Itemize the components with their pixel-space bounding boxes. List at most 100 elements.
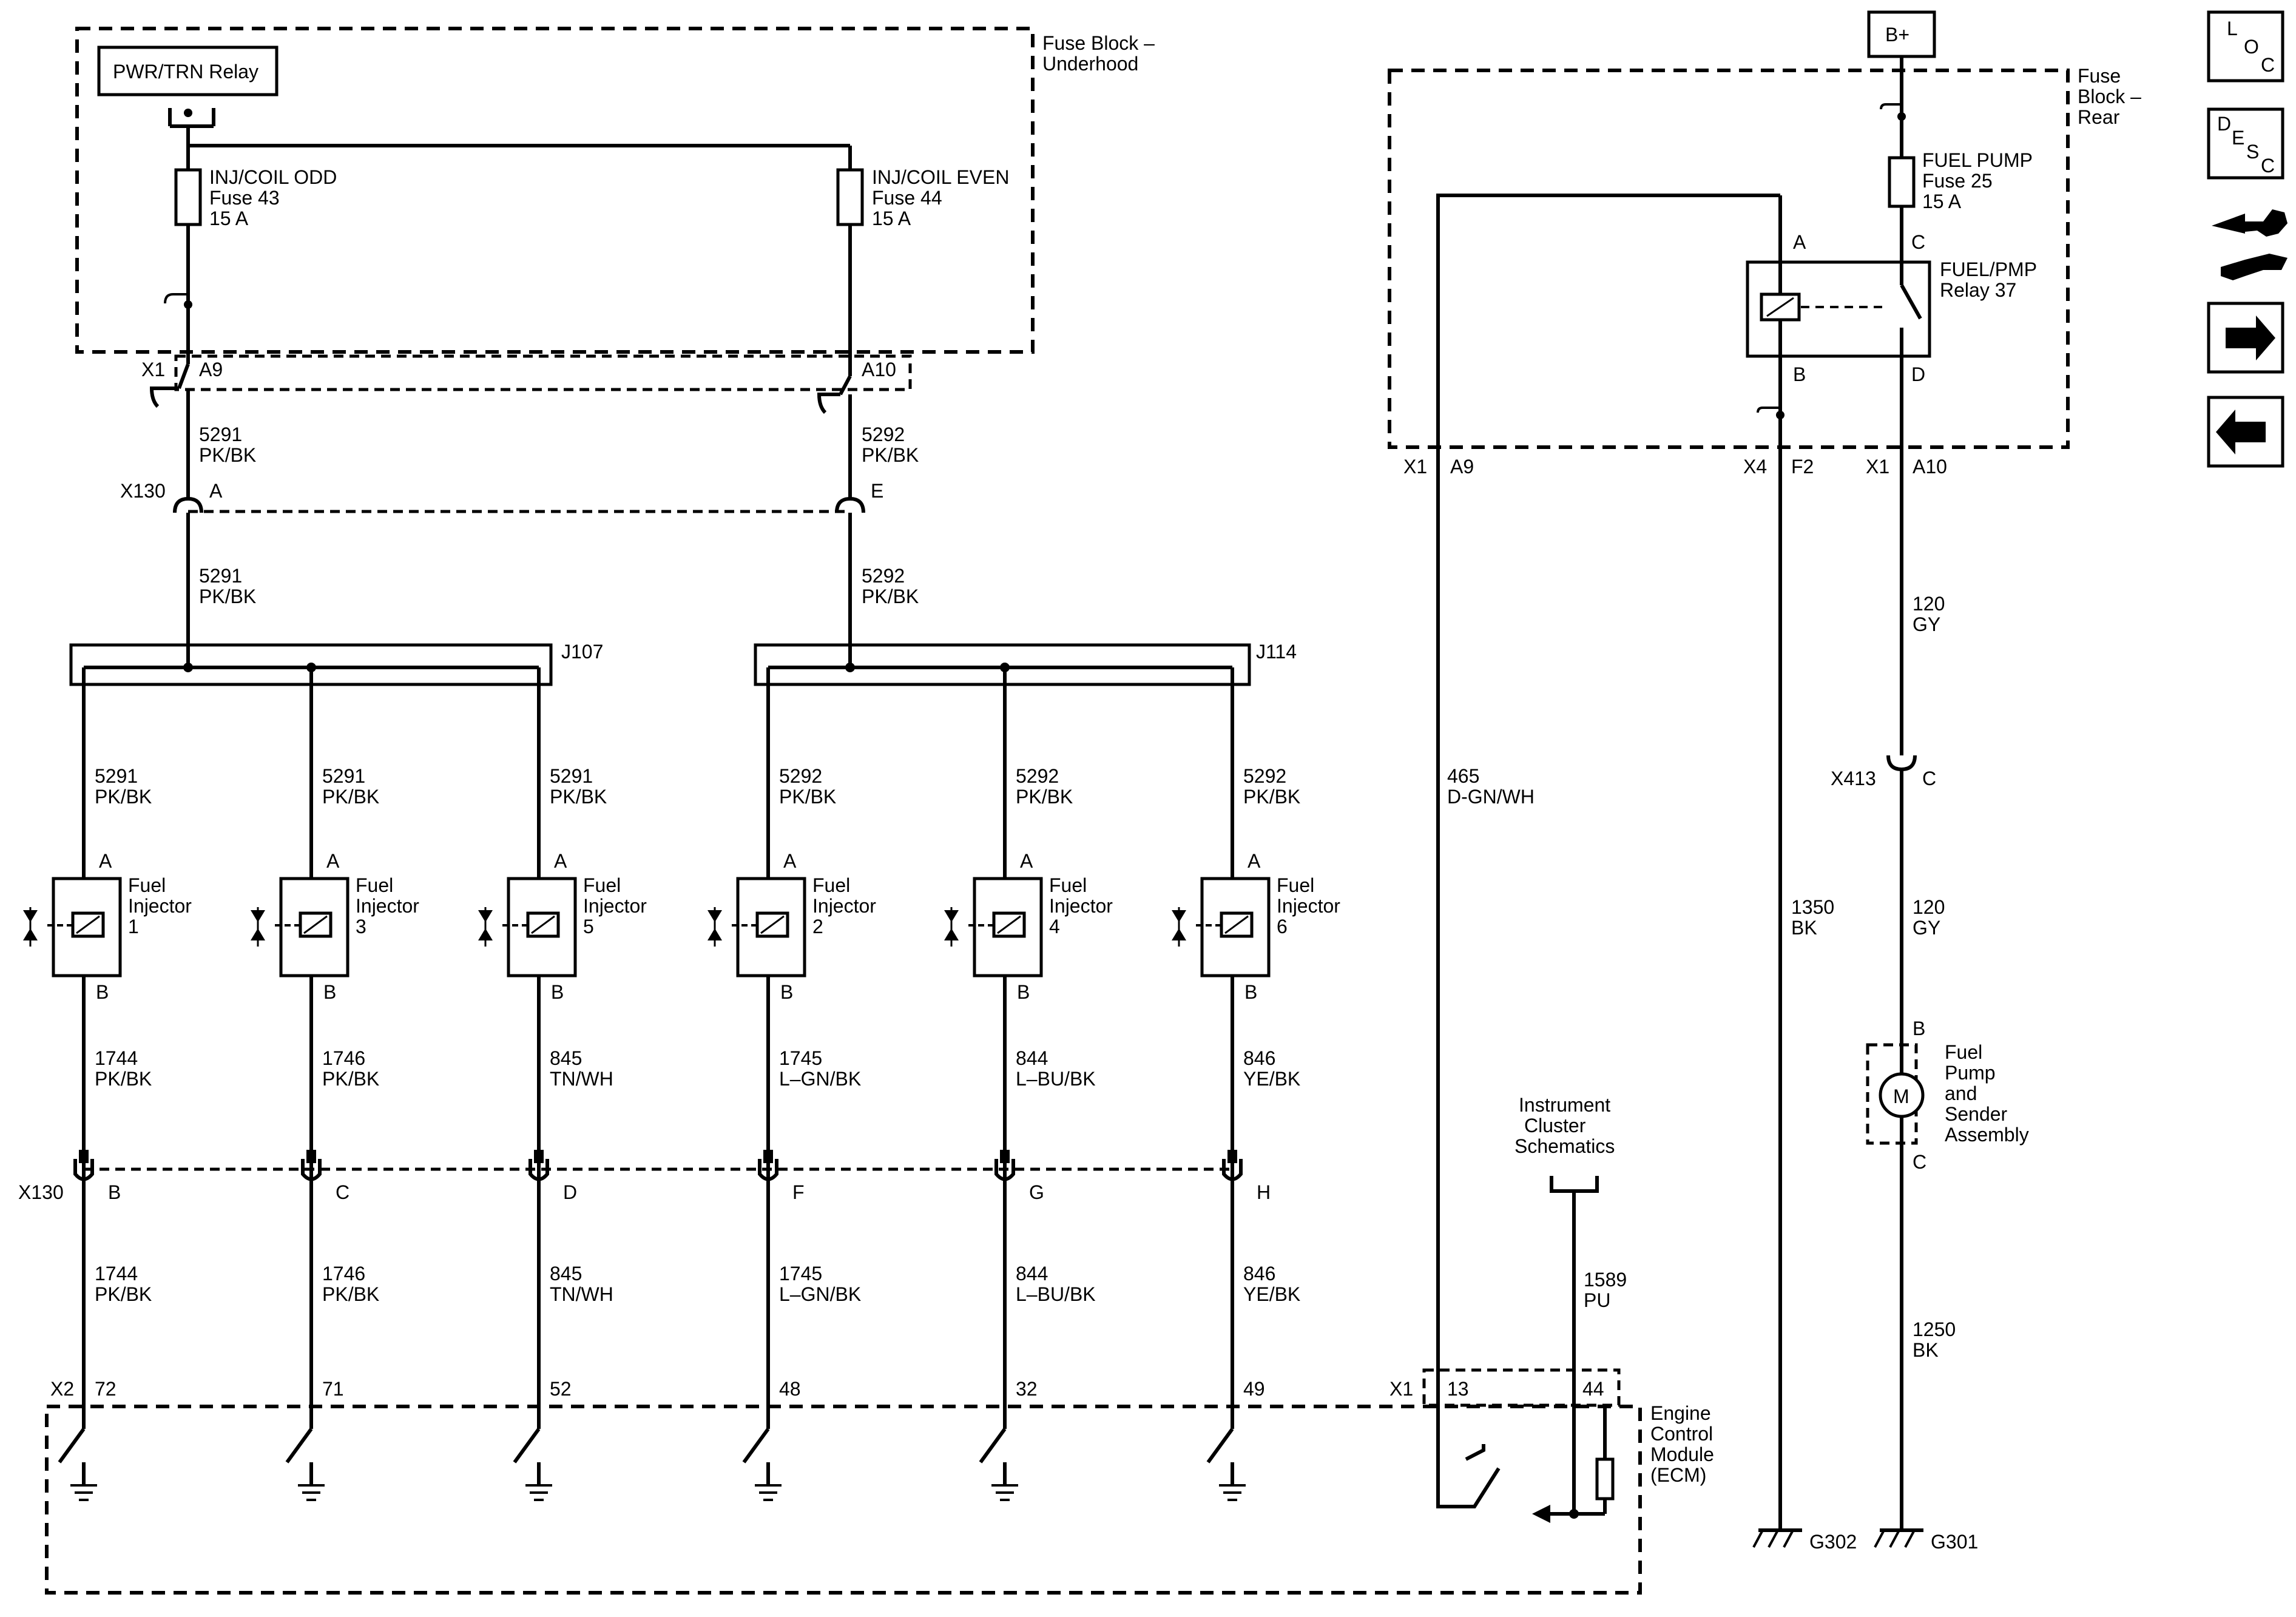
ecm-x1-connector xyxy=(1422,1368,1621,1407)
fuel-pump-pin-c: C xyxy=(1913,1151,1926,1173)
x2-label: X2 xyxy=(50,1378,74,1400)
injector-pin-a: A xyxy=(1020,850,1033,872)
splice-j114-label: J114 xyxy=(1256,641,1297,663)
motor-label: M xyxy=(1893,1085,1909,1107)
svg-text:S: S xyxy=(2246,141,2259,163)
fuel-pump-pin-b: B xyxy=(1913,1018,1925,1039)
ground-g301-icon xyxy=(1874,1453,1923,1548)
injector-pin-a: A xyxy=(99,850,112,872)
pin-a9-rear: A9 xyxy=(1450,456,1474,478)
x130-pin-body xyxy=(1227,1150,1237,1163)
x130-terminal xyxy=(301,1159,322,1181)
ecm-driver-switch xyxy=(1206,1428,1234,1463)
svg-text:O: O xyxy=(2244,36,2259,58)
connector-wrench-button[interactable] xyxy=(2212,209,2288,280)
ecm-pin: 32 xyxy=(1016,1378,1038,1400)
pwr-trn-relay-label: PWR/TRN Relay xyxy=(113,61,258,83)
ecm-pin: 72 xyxy=(95,1378,116,1400)
x130-pin-letter: B xyxy=(108,1181,121,1203)
pin-a10-label: A10 xyxy=(862,359,896,380)
fuse-43 xyxy=(174,168,202,226)
ecm-resistor xyxy=(1595,1457,1615,1501)
ecm-outline xyxy=(45,1405,1642,1595)
ground-g301-label: G301 xyxy=(1931,1531,1978,1553)
injector-pin-b: B xyxy=(1017,981,1030,1003)
splice-j107-label: J107 xyxy=(561,641,603,663)
svg-text:L: L xyxy=(2227,18,2238,39)
ecm-pin: 48 xyxy=(779,1378,801,1400)
x130-terminal xyxy=(1222,1159,1243,1181)
injector-pin-a: A xyxy=(326,850,340,872)
x130-pin-letter: F xyxy=(792,1181,805,1203)
svg-text:E: E xyxy=(2232,127,2244,149)
x130-pin-letter: G xyxy=(1029,1181,1044,1203)
next-page-button[interactable] xyxy=(2207,302,2284,374)
x130-pin-letter: C xyxy=(336,1181,349,1203)
injector-pin-b: B xyxy=(323,981,336,1003)
x130-pin-body xyxy=(763,1150,773,1163)
x130-terminal xyxy=(73,1159,94,1181)
x130-label-upper: X130 xyxy=(120,480,166,502)
ecm-pin: 49 xyxy=(1243,1378,1265,1400)
prev-page-button[interactable] xyxy=(2207,396,2284,468)
desc-button[interactable]: D E S C xyxy=(2207,107,2284,180)
ground-g302-label: G302 xyxy=(1809,1531,1857,1553)
x130-pin-body xyxy=(79,1150,89,1163)
connector-wrench-icon xyxy=(2212,209,2288,280)
x130-pin-body xyxy=(1000,1150,1010,1163)
arrow-left-icon xyxy=(2216,410,2266,454)
relay-pin-c: C xyxy=(1911,231,1925,253)
relay-pin-d: D xyxy=(1911,363,1925,385)
injector-pin-a: A xyxy=(783,850,797,872)
pin-a10-rear: A10 xyxy=(1913,456,1947,478)
fuse-block-underhood-label: Fuse Block –Underhood xyxy=(1042,32,1155,75)
fuse-25 xyxy=(1888,156,1916,208)
ecm-x1-label: X1 xyxy=(1389,1378,1413,1400)
fuse-block-rear-outline xyxy=(1388,69,2070,449)
pin-f2-label: F2 xyxy=(1791,456,1814,478)
loc-button[interactable]: L O C xyxy=(2207,10,2284,83)
x130-terminal xyxy=(994,1159,1015,1181)
x130-pin-letter: D xyxy=(563,1181,577,1203)
x4-label: X4 xyxy=(1743,456,1767,478)
x130-terminal xyxy=(528,1159,549,1181)
b-plus-label: B+ xyxy=(1885,24,1909,46)
x130-pin-letter: H xyxy=(1257,1181,1271,1203)
x130-terminal xyxy=(758,1159,778,1181)
injector-pin-a: A xyxy=(554,850,567,872)
svg-text:C: C xyxy=(2261,155,2275,177)
injector-pin-b: B xyxy=(96,981,109,1003)
relay-pin-a: A xyxy=(1793,231,1806,253)
x413-label: X413 xyxy=(1831,768,1876,789)
x130-pin-body xyxy=(306,1150,316,1163)
x413-pin-c: C xyxy=(1922,768,1936,789)
